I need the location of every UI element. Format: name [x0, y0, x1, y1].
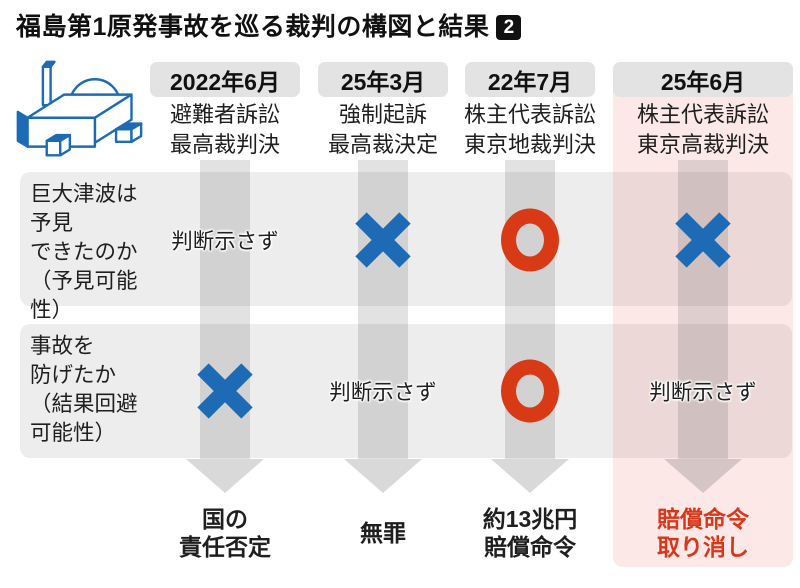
- title-number-badge: 2: [496, 14, 522, 40]
- flow-arrow-shaft: [678, 160, 728, 459]
- date-badge: 25年3月: [318, 62, 448, 97]
- result-text: 国の 責任否定: [179, 506, 271, 560]
- circle-mark-icon: [501, 359, 559, 423]
- highlight-column-bg: [613, 62, 793, 567]
- flow-arrow-head: [491, 459, 569, 493]
- row-label-foreseeability: 巨大津波は 予見 できたのか （予見可能性）: [30, 182, 138, 322]
- power-plant-icon: [16, 60, 143, 157]
- flow-arrow-head: [344, 459, 422, 493]
- row-band: [20, 324, 792, 458]
- judgement-text: 判断示さず: [171, 229, 279, 254]
- flow-arrow-shaft: [358, 160, 408, 459]
- result-text: 賠償命令 取り消し: [657, 506, 749, 560]
- court-name: 避難者訴訟 最高裁判決: [169, 102, 280, 157]
- x-mark-icon: [355, 212, 411, 268]
- judgement-text: 判断示さず: [329, 380, 437, 405]
- court-name: 強制起訴 最高裁決定: [327, 102, 438, 157]
- court-name: 株主代表訴訟 東京高裁判決: [636, 102, 769, 157]
- court-name: 株主代表訴訟 東京地裁判決: [463, 102, 596, 157]
- row-band: [20, 172, 792, 306]
- flow-arrow-head: [186, 459, 264, 493]
- date-badge: 25年6月: [613, 62, 793, 97]
- x-mark-icon: [675, 212, 731, 268]
- judgement-text: 判断示さず: [649, 380, 757, 405]
- result-text: 無罪: [360, 520, 406, 546]
- flow-arrow-head: [664, 459, 742, 493]
- result-text: 約13兆円 賠償命令: [482, 506, 578, 560]
- circle-mark-icon: [501, 208, 559, 272]
- title-row: 福島第1原発事故を巡る裁判の構図と結果 2: [16, 10, 522, 44]
- date-badge: 22年7月: [465, 62, 595, 97]
- date-badge: 2022年6月: [150, 62, 300, 97]
- page-title: 福島第1原発事故を巡る裁判の構図と結果: [16, 13, 490, 41]
- x-mark-icon: [197, 363, 253, 419]
- row-label-avoidability: 事故を 防げたか （結果回避 可能性）: [30, 334, 138, 445]
